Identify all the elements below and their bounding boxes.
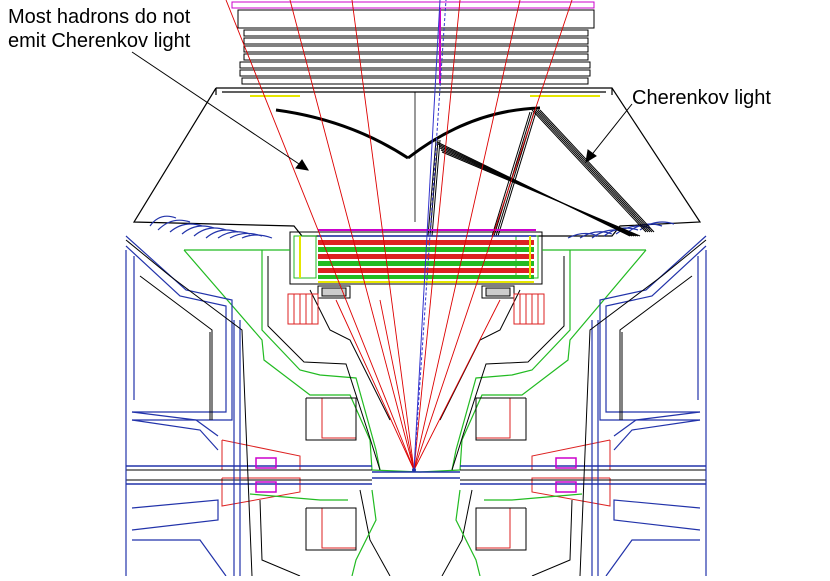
coil-blocks — [221, 293, 611, 549]
upper-detector-stack — [231, 1, 595, 85]
vertex-marker — [412, 468, 416, 472]
hadrons-callout-line1: Most hadrons do not — [8, 6, 191, 28]
inner-structure-green — [183, 249, 647, 473]
outer-yoke-right-black — [579, 239, 707, 577]
lower-structure-green — [249, 489, 583, 577]
photon-bundle-right — [491, 109, 655, 237]
callout-arrow-cherenkov — [585, 103, 633, 163]
outer-yoke-right — [591, 235, 707, 577]
mirror-arc-right — [407, 106, 541, 160]
beam-pipe-black — [126, 469, 706, 481]
hadron-tracks — [225, 0, 573, 471]
photon-bundle-left — [427, 139, 641, 237]
quadrupole-blocks — [255, 457, 577, 493]
callout-arrow-hadrons — [131, 51, 309, 171]
cherenkov-callout: Cherenkov light — [632, 87, 771, 109]
outer-yoke-left-black — [125, 239, 253, 577]
hadrons-callout-line2: emit Cherenkov light — [8, 30, 191, 52]
beam-pipe — [126, 465, 706, 485]
outer-yoke-left — [125, 235, 241, 577]
hadrons-callout: Most hadrons do not emit Cherenkov light — [8, 5, 190, 53]
central-tracker — [289, 229, 543, 285]
mirror-arc-left — [275, 108, 409, 160]
electron-tracks — [413, 0, 447, 471]
lower-structure — [259, 397, 573, 577]
inner-structure-black — [267, 256, 565, 471]
photon-detector-left — [149, 215, 273, 239]
endcap-blocks — [317, 285, 515, 299]
cherenkov-vessel — [132, 87, 702, 237]
